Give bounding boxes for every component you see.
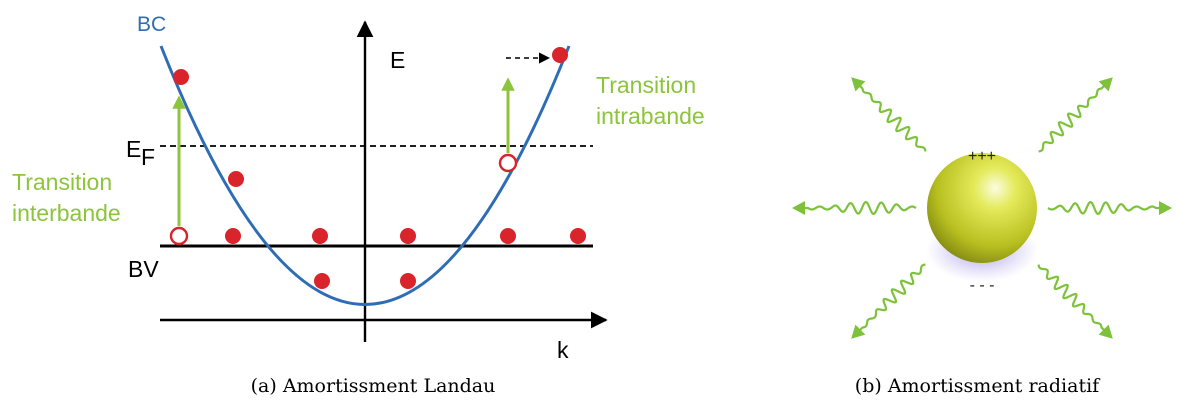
fermi-level-label: E: [126, 136, 141, 162]
caption-a: (a) Amortissment Landau: [251, 375, 496, 397]
photon-wave: [1038, 80, 1110, 153]
electron-dot: [400, 228, 416, 244]
caption-b: (b) Amortissment radiatif: [855, 375, 1101, 397]
photon-wave: [1047, 200, 1166, 216]
fermi-level-subscript: F: [141, 144, 155, 170]
momentum-axis-label: k: [557, 337, 569, 363]
photon-arrowhead: [1159, 201, 1172, 215]
negative-charges: - - -: [970, 277, 995, 294]
energy-axis-label: E: [390, 47, 405, 73]
electron-dot: [228, 171, 244, 187]
photon-arrowhead: [792, 201, 805, 215]
electron-dot: [500, 228, 516, 244]
photon-wave: [798, 200, 917, 216]
hole-dot: [498, 153, 518, 173]
positive-charges: +++: [968, 148, 996, 165]
photon-wave: [854, 80, 927, 152]
panel-landau-damping: BC BV E E F k Transition interbande Tran…: [12, 13, 705, 397]
electron-dot: [173, 69, 189, 85]
electron-dot: [570, 228, 586, 244]
emitted-photons: [792, 77, 1172, 339]
intraband-label-line2: intrabande: [596, 103, 705, 129]
photon-wave: [1037, 264, 1110, 336]
valence-band-label: BV: [128, 256, 159, 282]
photon-wave: [854, 263, 926, 336]
nanoparticle-sphere: [927, 153, 1037, 263]
electron-dot: [314, 273, 330, 289]
electrons: [173, 47, 586, 289]
interband-label-line1: Transition: [12, 169, 112, 195]
intraband-label-line1: Transition: [596, 72, 696, 98]
electron-dot: [312, 228, 328, 244]
conduction-band-curve: [159, 45, 571, 306]
photon-arrowhead: [1098, 77, 1113, 92]
photon-arrowhead: [851, 77, 866, 92]
photon-arrowhead: [1098, 324, 1113, 339]
electron-dot: [552, 47, 568, 63]
electron-dot: [400, 273, 416, 289]
interband-label-line2: interbande: [12, 200, 121, 226]
panel-radiative-damping: +++ - - - (b) Amortissment radiatif: [792, 77, 1172, 397]
electron-dot: [225, 228, 241, 244]
photon-arrowhead: [851, 324, 866, 339]
conduction-band-label: BC: [137, 13, 166, 36]
hole-dot: [169, 226, 189, 246]
